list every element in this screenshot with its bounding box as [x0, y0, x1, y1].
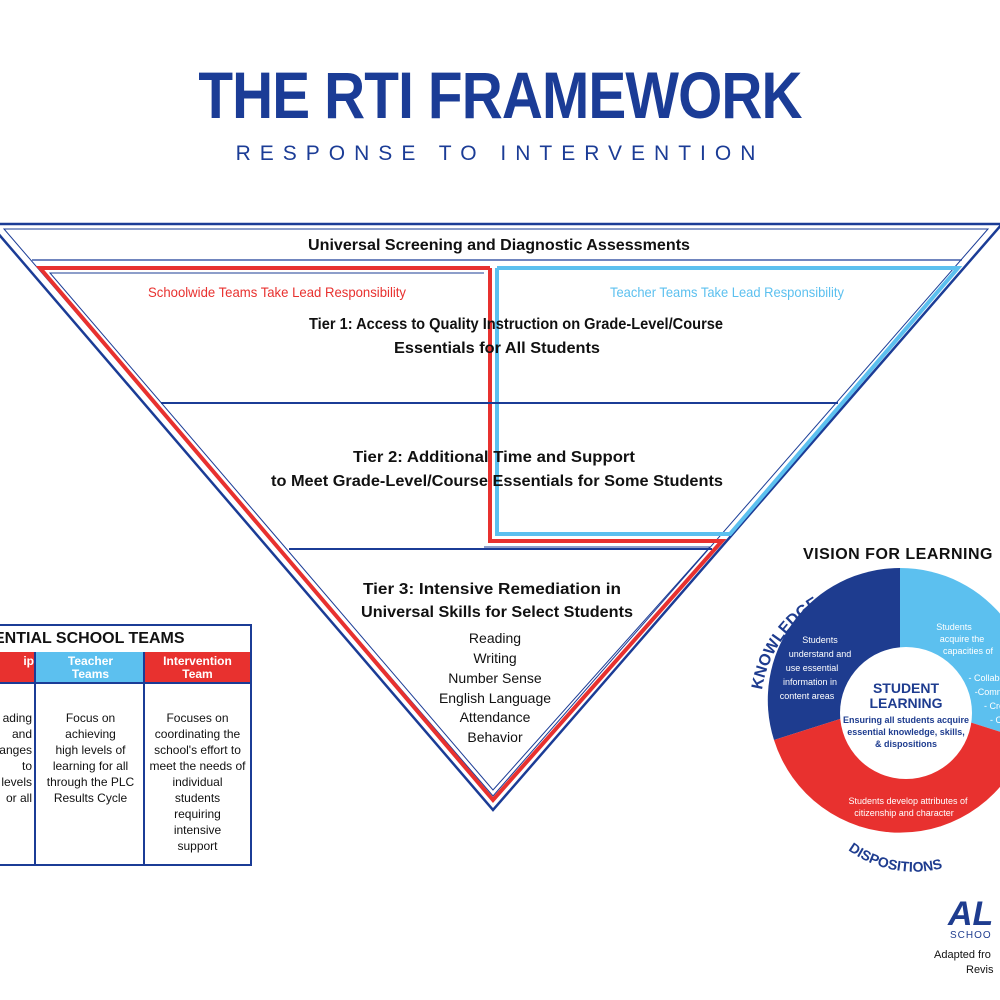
intervention-team-column: Intervention Team Focuses on coordinatin…	[143, 652, 250, 864]
tier3-skill: Attendance	[460, 709, 531, 725]
vision-title: VISION FOR LEARNING	[803, 546, 993, 563]
teams-heading: ENTIAL SCHOOL TEAMS	[0, 630, 185, 647]
center-title: STUDENT	[873, 680, 940, 696]
revised-text: Revis	[966, 964, 994, 976]
skills-text: acquire the	[940, 634, 985, 644]
tier3-line2: Universal Skills for Select Students	[361, 604, 633, 621]
top-band-label: Universal Screening and Diagnostic Asses…	[308, 237, 690, 254]
pyramid-outer	[0, 222, 1000, 812]
intervention-team-body: Focuses on coordinating the school's eff…	[149, 711, 246, 853]
adapted-from-text: Adapted fro	[934, 949, 991, 961]
tier2-line1: Tier 2: Additional Time and Support	[353, 449, 636, 466]
intervention-team-header: Intervention Team	[145, 652, 250, 684]
skills-text: capacities of	[943, 646, 994, 656]
page-title: THE RTI FRAMEWORK	[198, 58, 802, 132]
teacher-teams-header: Teacher Teams	[36, 652, 145, 684]
teacher-region-outline	[495, 266, 963, 536]
knowledge-text: Students	[802, 635, 838, 645]
tier3-skill: Writing	[473, 650, 516, 666]
teacher-teams-column: Teacher Teams Focus on achieving high le…	[34, 652, 145, 864]
knowledge-text: use essential	[786, 663, 839, 673]
skills-text: - Collabor	[968, 673, 1000, 683]
knowledge-text: understand and	[789, 649, 852, 659]
center-text: Ensuring all students acquire	[843, 715, 969, 725]
skills-text: - C	[990, 715, 1000, 725]
skills-text: Students	[936, 622, 972, 632]
dispositions-text: citizenship and character	[854, 808, 954, 818]
tier3-line1: Tier 3: Intensive Remediation in	[363, 581, 621, 598]
tier3-skill: Number Sense	[448, 670, 542, 686]
center-text: essential knowledge, skills,	[847, 727, 965, 737]
schoolwide-region-inner	[48, 272, 712, 791]
center-title: LEARNING	[869, 695, 942, 711]
skills-text: - Cre	[984, 701, 1000, 711]
tier1-line2: Essentials for All Students	[394, 340, 600, 357]
dispositions-arc-label: DISPOSITIONS	[846, 839, 943, 875]
tier3-skill: English Language	[439, 690, 551, 706]
page-subtitle: RESPONSE TO INTERVENTION	[235, 142, 765, 165]
tier3-skill: Behavior	[467, 729, 523, 745]
dispositions-text: Students develop attributes of	[848, 796, 968, 806]
schoolwide-region-outline	[35, 266, 727, 804]
tier2-line2: to Meet Grade-Level/Course Essentials fo…	[271, 473, 723, 490]
leadership-team-body: ading and anges to levels or all	[0, 711, 32, 805]
vision-circle: KNOWLEDGE DISPOSITIONS Students understa…	[749, 567, 1000, 875]
schoolwide-label: Schoolwide Teams Take Lead Responsibilit…	[148, 284, 406, 300]
logo-subtext: SCHOO	[950, 930, 992, 941]
logo-mark: AL	[947, 895, 993, 933]
student-learning-center	[840, 647, 972, 779]
teacher-label: Teacher Teams Take Lead Responsibility	[610, 284, 844, 300]
knowledge-text: content areas	[780, 691, 835, 701]
teacher-teams-body: Focus on achieving high levels of learni…	[46, 711, 135, 805]
tier1-line1: Tier 1: Access to Quality Instruction on…	[309, 316, 723, 333]
essential-teams-table: ENTIAL SCHOOL TEAMS ip ading and anges t…	[0, 624, 252, 866]
leadership-team-header: ip	[0, 652, 36, 684]
leadership-team-column: ip ading and anges to levels or all	[0, 652, 36, 864]
tier3-skill: Reading	[469, 630, 521, 646]
skills-text: -Commu	[975, 687, 1000, 697]
knowledge-text: information in	[783, 677, 837, 687]
center-text: & dispositions	[875, 739, 937, 749]
